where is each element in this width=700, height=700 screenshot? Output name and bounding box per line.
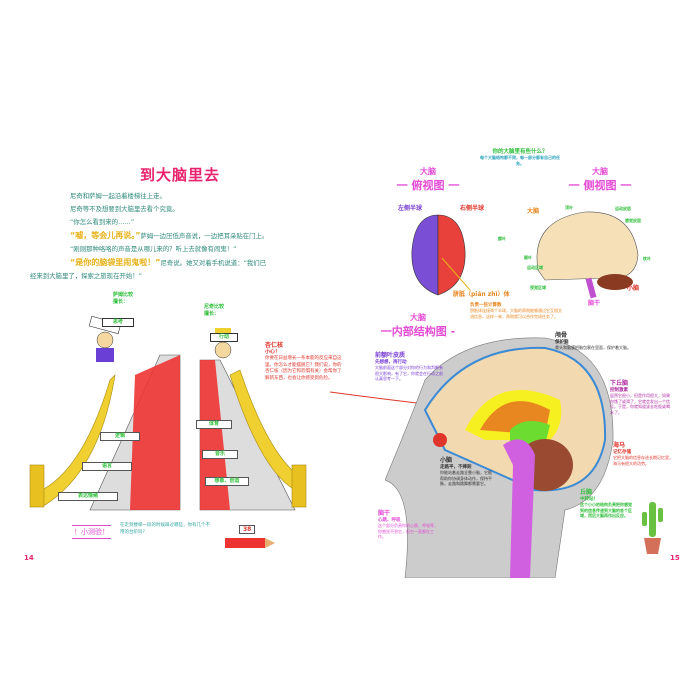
cerebellum-title: 小脑 [440, 457, 453, 464]
inner-view-heading: 大脑 一内部结构图 - [370, 312, 466, 339]
lobe-label: 额叶 [498, 236, 506, 241]
sam-good-at-label: 萨姆比较擅长： [113, 292, 134, 305]
quiz-label: ！小测验！ [72, 525, 111, 539]
cerebellum-label: 小脑 [627, 285, 640, 292]
step-label: 音乐 [202, 450, 238, 459]
thalamus-subtitle: 中转站！ [580, 497, 598, 502]
thalamus-title: 丘脑 [580, 489, 593, 496]
brainstem-text: 这个部分负责你的心跳、呼吸等，你感觉不到它，但它一直都在工作。 [378, 523, 438, 539]
question-title: 你的大脑里有些什么？ [492, 149, 548, 155]
brain-top-view [411, 214, 471, 296]
story-line: 尼奇说。她又对着手机说道：“我们已 [160, 259, 267, 267]
hypothalamus-note: 下丘脑 控制激素 虽然它很小，但是作用很大，如果你饿了或渴了，它就会发出一个信号… [610, 378, 672, 415]
right-hemisphere-label: 右侧半球 [460, 205, 485, 212]
brainstem-label: 脑干 [588, 300, 601, 307]
corpus-note: 负责一些计算数 胼胝体连接两个半球，大脑的两侧能够通过它互相交流信息，这样一来，… [470, 302, 565, 319]
cactus-icon [642, 502, 663, 554]
corpus-note-title: 负责一些计算数 [470, 303, 502, 308]
top-view-heading: 大脑 一 俯视图 一 [378, 166, 478, 193]
left-hemisphere-label: 左侧半球 [398, 205, 423, 212]
side-view-sub: 大脑 [592, 167, 608, 176]
lobe-label: 视觉区域 [530, 285, 546, 290]
lobe-label: 感觉皮层 [625, 218, 641, 223]
cerebellum-text: 你能站着走路全靠小脑，它能帮助你协调身体动作，保持平衡，走路和跳舞都需要它。 [440, 470, 492, 486]
story-line: 经来到大脑里了，探索之旅现在开始！” [30, 272, 142, 280]
story-line: “刚刚那种咯咯的声音是从哪儿来的？听上去就像有闹鬼！” [70, 245, 237, 253]
quiz-text: 在走到楼梯一段的时候踩过哪些，你有几个不用的台阶吗？ [120, 523, 210, 535]
cerebellum-subtitle: 走路平，不摔跤 [440, 465, 472, 470]
page-number-left: 14 [24, 554, 34, 562]
hippocampus-subtitle: 记忆存储 [613, 450, 631, 455]
brain-side-view [536, 211, 639, 299]
pencil-number: 38 [239, 525, 256, 534]
thalamus-text: 这个小小的结构负责把你感觉到的信息传递到大脑的各个区域，然后大脑再作出反应。 [580, 502, 632, 518]
corpus-note-text: 胼胝体连接两个半球，大脑的两侧能够通过它互相交流信息，这样一来，两侧就可以合作完… [470, 308, 562, 319]
corpus-callosum-label: 胼胝（pián zhì）体 [453, 291, 510, 298]
story-line: 尼奇和萨姆一起沿着楼梯往上走。 [70, 192, 166, 200]
side-view-heading: 大脑 一 侧视图 一 [560, 166, 640, 193]
amygdala-title: 杏仁核 [265, 342, 284, 349]
prefrontal-text: 大脑前面这个部分对你的行为和判断有很大影响，有了它，你就会在行动之前认真思考一下… [375, 365, 443, 381]
hypothalamus-title: 下丘脑 [610, 380, 629, 387]
pencil-icon [225, 538, 275, 548]
question-box: 你的大脑里有些什么？ 每个大脑结构都不同，每一部分都有自己的任务。 [480, 147, 560, 167]
brainstem-subtitle: 心跳、呼吸 [378, 518, 401, 523]
prefrontal-note: 前额叶皮质 先想想，再行动 大脑前面这个部分对你的行为和判断有很大影响，有了它，… [375, 350, 445, 382]
step-label: 逻辑 [100, 432, 140, 441]
story-highlight: “是你的脑袋里闹鬼啦！” [70, 258, 161, 267]
nicki-good-at-label: 尼奇比较擅长： [204, 304, 225, 317]
inner-view-title: 一内部结构图 - [380, 325, 456, 338]
hippocampus-title: 海马 [613, 442, 626, 449]
lobe-label: 顶叶 [565, 205, 573, 210]
step-label: 语言 [82, 462, 132, 471]
lobe-label: 颞叶 [524, 255, 532, 260]
amygdala-subtitle: 小心！ [265, 349, 281, 355]
prefrontal-title: 前额叶皮质 [375, 352, 406, 359]
amygdala-text: 你要在日益增长一条本能的反应来自这里。你怎么才能摆脱它？我们说，你的杏仁核（因为… [265, 356, 342, 381]
right-staircase [199, 328, 307, 511]
story-line: “你怎么看到来的……” [70, 218, 135, 226]
skull-text: 骨头和脑膜把脑包裹在里面，保护着大脑。 [555, 345, 631, 350]
skull-note: 颅骨 保护脑 骨头和脑膜把脑包裹在里面，保护着大脑。 [555, 330, 645, 351]
hypothalamus-text: 虽然它很小，但是作用很大，如果你饿了或渴了，它就会发出一个信号。于是，你就知道该… [610, 393, 670, 415]
story-line: 萨姆一边压低声音说，一边把耳朵贴在门上。 [140, 232, 269, 240]
page-title: 到大脑里去 [140, 166, 221, 184]
cerebellum-note: 小脑 走路平，不摔跤 你能站着走路全靠小脑，它能帮助你协调身体动作，保持平衡，走… [440, 455, 495, 487]
left-staircase [29, 315, 181, 511]
step-label: 想象、创造 [205, 477, 249, 486]
top-view-title: 一 俯视图 一 [396, 179, 460, 192]
brain-views [411, 211, 639, 299]
lobe-label: 运动区域 [527, 265, 543, 270]
prefrontal-subtitle: 先想想，再行动 [375, 360, 407, 365]
step-label: 表达情绪 [58, 492, 118, 501]
story-line: 尼奇等不及想要到大脑里去看个究竟。 [70, 205, 179, 213]
story-highlight: “嘘，等会儿再说。” [70, 231, 141, 240]
skull-subtitle: 保护脑 [555, 340, 569, 345]
page-number-right: 15 [670, 554, 680, 562]
brain-cross-section [385, 337, 614, 578]
story-text: 尼奇和萨姆一起沿着楼梯往上走。 尼奇等不及想要到大脑里去看个究竟。 “你怎么看到… [30, 190, 360, 283]
inner-view-sub: 大脑 [410, 313, 426, 322]
nicki-sign: 行动 [210, 333, 238, 342]
lobe-label: 枕叶 [643, 256, 651, 261]
side-view-title: 一 侧视图 一 [568, 179, 632, 192]
skull-title: 颅骨 [555, 332, 568, 339]
amygdala-note: 杏仁核 小心！ 你要在日益增长一条本能的反应来自这里。你怎么才能摆脱它？我们说，… [265, 340, 345, 382]
hypothalamus-subtitle: 控制激素 [610, 388, 628, 393]
question-text: 每个大脑结构都不同，每一部分都有自己的任务。 [480, 155, 560, 166]
sam-sign: 思考 [102, 318, 134, 327]
brainstem-title: 脑干 [378, 510, 391, 517]
thalamus-note: 丘脑 中转站！ 这个小小的结构负责把你感觉到的信息传递到大脑的各个区域，然后大脑… [580, 487, 635, 519]
top-view-sub: 大脑 [420, 167, 436, 176]
step-label: 体育 [196, 420, 232, 429]
hippocampus-text: 它把大脑的信息存进长期记忆里，海马有很大的功劳。 [613, 455, 673, 466]
cerebrum-label: 大脑 [527, 208, 540, 215]
hippocampus-note: 海马 记忆存储 它把大脑的信息存进长期记忆里，海马有很大的功劳。 [613, 440, 673, 466]
lobe-label: 运动皮层 [615, 206, 631, 211]
brainstem-note: 脑干 心跳、呼吸 这个部分负责你的心跳、呼吸等，你感觉不到它，但它一直都在工作。 [378, 508, 438, 540]
